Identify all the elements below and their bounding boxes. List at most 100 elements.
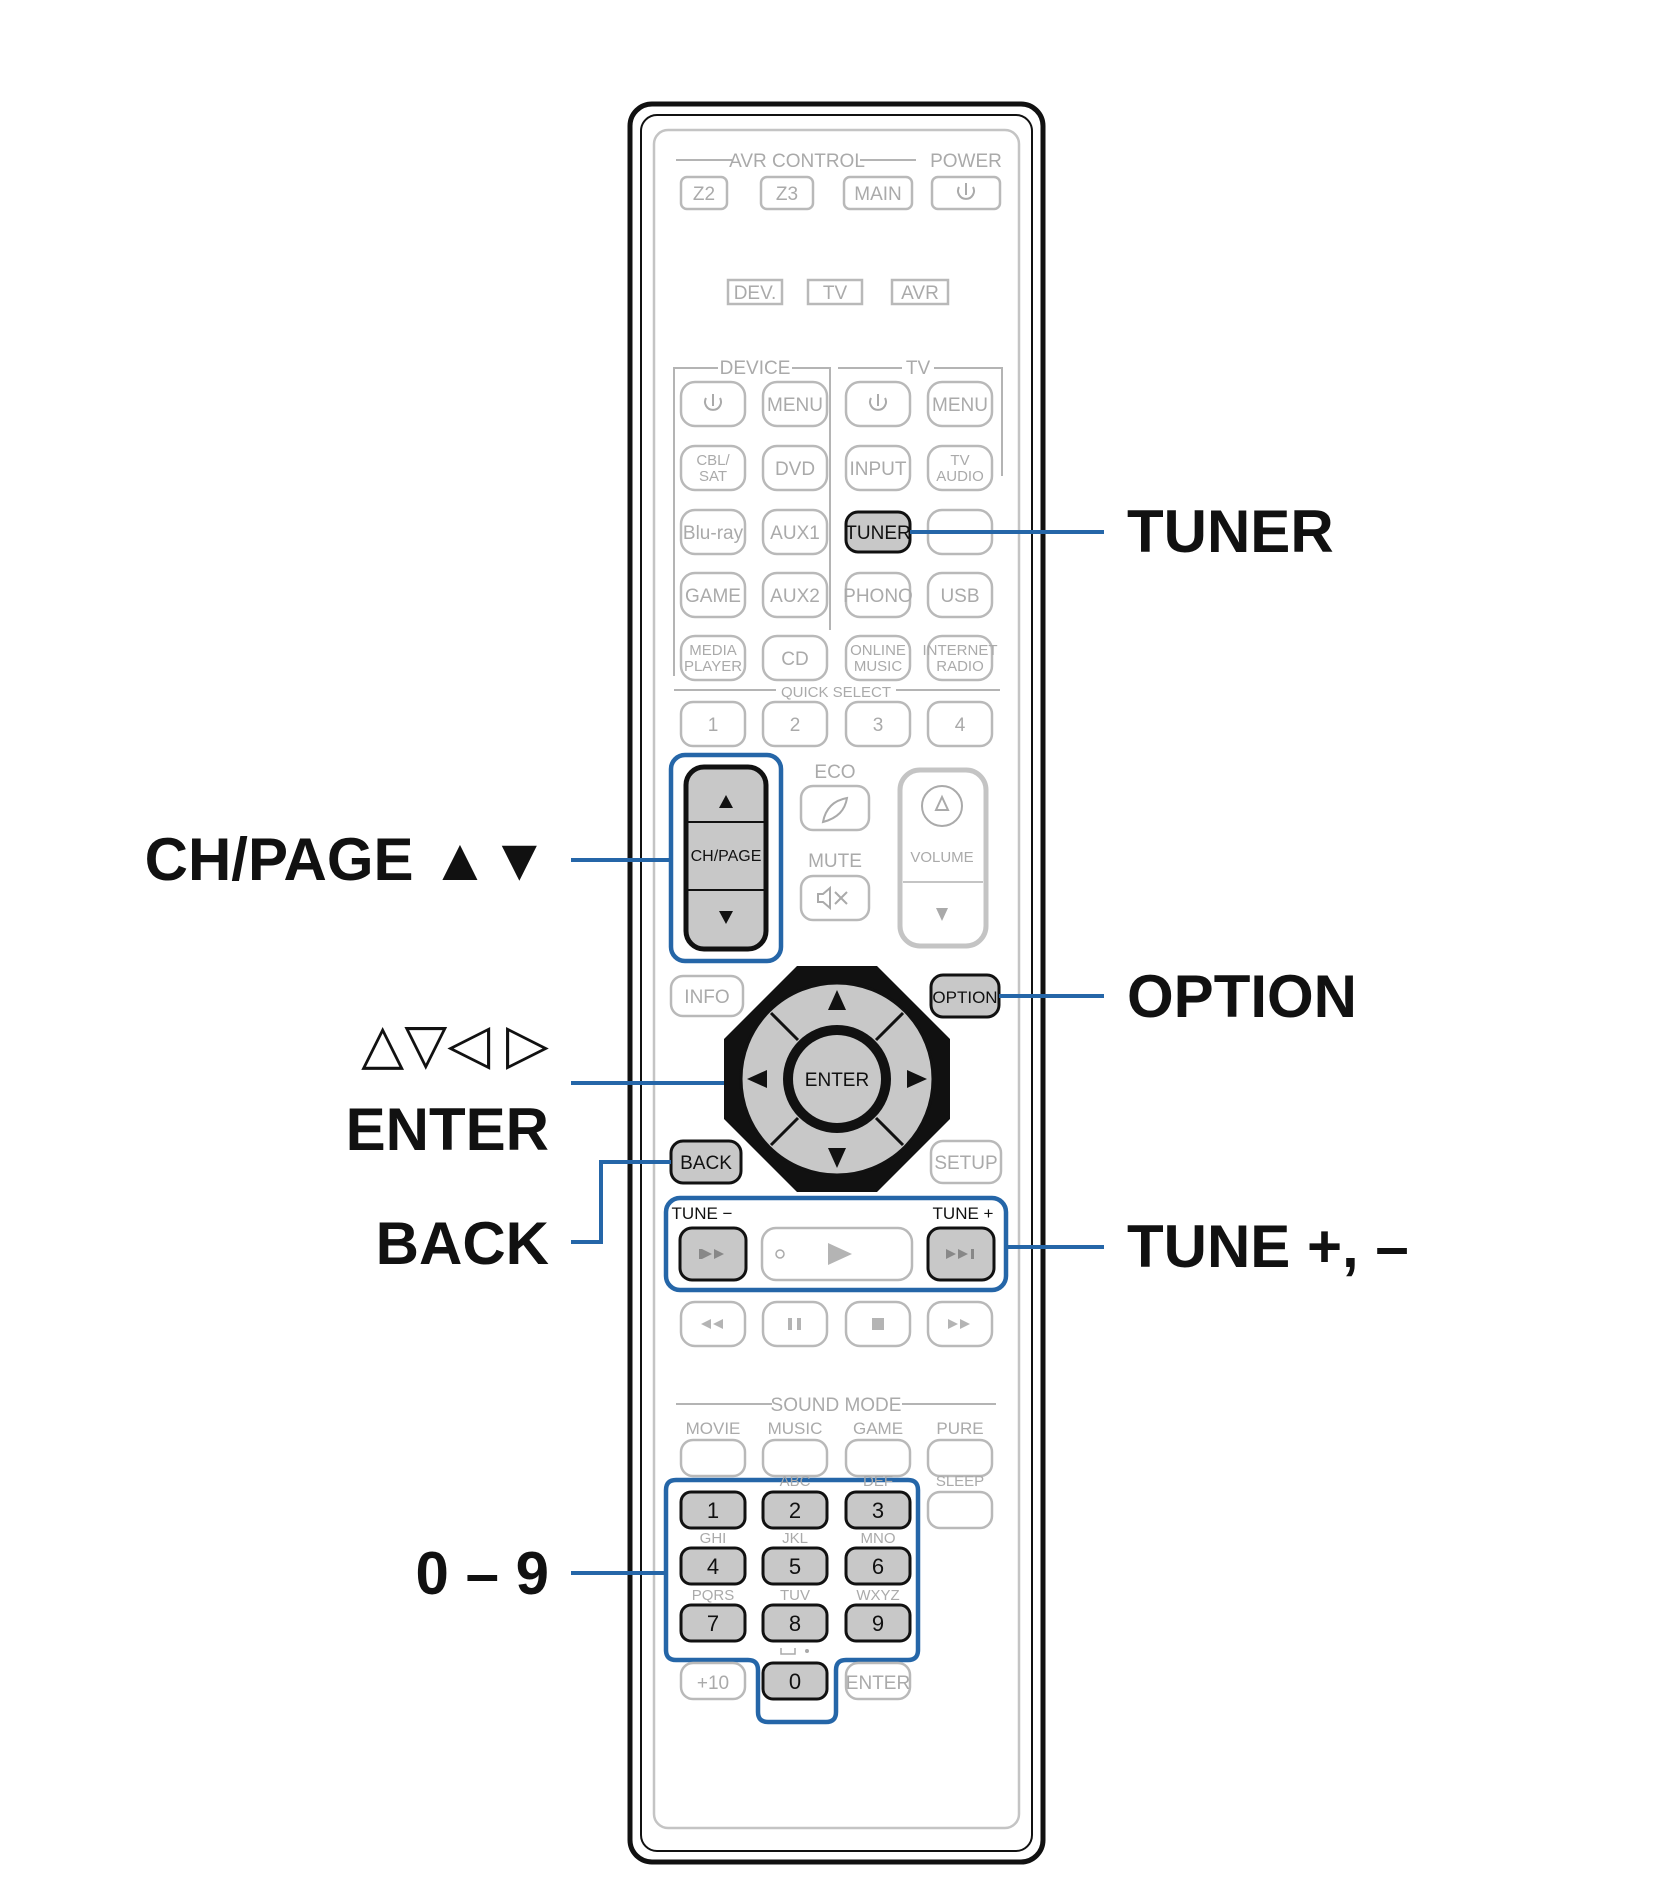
digit-7-button[interactable] xyxy=(679,1603,747,1643)
stop-icon xyxy=(872,1318,884,1330)
media-player-label-line2: PLAYER xyxy=(684,658,742,675)
digit-3-label: 3 xyxy=(872,1498,884,1523)
game-mode-button[interactable] xyxy=(844,1438,912,1478)
avr-mode-button[interactable] xyxy=(890,278,950,306)
online-music-button[interactable] xyxy=(844,634,912,682)
digit-2-button[interactable] xyxy=(761,1490,829,1530)
enter-small-button[interactable] xyxy=(844,1661,912,1701)
ch-page-callout: CH/PAGE ▲▼ xyxy=(145,826,549,893)
digit-3-button[interactable] xyxy=(844,1490,912,1530)
enter-button-label: ENTER xyxy=(805,1070,869,1091)
avr-control-label: AVR CONTROL xyxy=(729,151,865,172)
volume-label: VOLUME xyxy=(910,849,973,866)
tv-menu-button[interactable] xyxy=(926,380,994,428)
aux2-button[interactable] xyxy=(761,571,829,619)
quick-select-4-button[interactable] xyxy=(926,700,994,748)
mute-icon xyxy=(817,885,848,911)
letters-pqrs: PQRS xyxy=(692,1587,735,1604)
tv-mode-label: TV xyxy=(823,283,848,304)
enter-small-label: ENTER xyxy=(846,1673,910,1694)
cursor-down-icon[interactable] xyxy=(828,1148,846,1168)
letters-wxyz: WXYZ xyxy=(856,1587,899,1604)
info-button[interactable] xyxy=(669,974,745,1018)
pad-divider xyxy=(769,1011,800,1042)
ch-page-down-icon[interactable] xyxy=(719,911,733,924)
input-button[interactable] xyxy=(844,444,912,492)
tune-minus-button[interactable] xyxy=(678,1226,748,1282)
volume-up-arrow xyxy=(934,794,950,811)
digit-1-button[interactable] xyxy=(679,1490,747,1530)
game-mode-label: GAME xyxy=(853,1419,903,1438)
digit-2-label: 2 xyxy=(789,1498,801,1523)
movie-button[interactable] xyxy=(679,1438,747,1478)
tv-audio-label-line1: TV xyxy=(950,452,969,469)
volume-down-icon xyxy=(936,908,948,921)
online-music-label-line1: ONLINE xyxy=(850,642,906,659)
pure-button[interactable] xyxy=(926,1438,994,1478)
main-button[interactable] xyxy=(842,175,914,211)
plus10-button[interactable] xyxy=(679,1661,747,1701)
cbl-sat-button[interactable] xyxy=(679,444,747,492)
digit-6-label: 6 xyxy=(872,1554,884,1579)
digit-5-button[interactable] xyxy=(761,1546,829,1586)
digit-6-button[interactable] xyxy=(844,1546,912,1586)
setup-button[interactable] xyxy=(929,1139,1003,1185)
sound-mode-label: SOUND MODE xyxy=(771,1395,902,1416)
quick-select-1-button[interactable] xyxy=(679,700,747,748)
quick-select-3-label: 3 xyxy=(873,715,884,736)
option-callout: OPTION xyxy=(1127,963,1357,1030)
ch-page-rocker[interactable] xyxy=(683,764,769,952)
tv-audio-button[interactable] xyxy=(926,444,994,492)
digit-9-button[interactable] xyxy=(844,1603,912,1643)
digit-0-button[interactable] xyxy=(761,1661,829,1701)
volume-up-icon xyxy=(921,785,963,827)
cursor-right-icon[interactable] xyxy=(907,1070,927,1088)
media-player-button[interactable] xyxy=(679,634,747,682)
ch-page-up-icon[interactable] xyxy=(719,795,733,808)
bluray-label: Blu-ray xyxy=(683,523,744,544)
cd-button[interactable] xyxy=(761,634,829,682)
pause-icon xyxy=(788,1318,801,1330)
internet-radio-button[interactable] xyxy=(926,634,994,682)
quick-select-3-button[interactable] xyxy=(844,700,912,748)
mute-button[interactable] xyxy=(799,874,871,922)
music-button[interactable] xyxy=(761,1438,829,1478)
z3-button[interactable] xyxy=(759,175,815,211)
digit-4-button[interactable] xyxy=(679,1546,747,1586)
power-label: POWER xyxy=(930,151,1002,172)
rewind-icon xyxy=(701,1319,723,1329)
cursor-up-icon[interactable] xyxy=(828,990,846,1010)
mute-label: MUTE xyxy=(808,851,862,872)
device-menu-button[interactable] xyxy=(761,380,829,428)
info-label: INFO xyxy=(684,987,729,1008)
enter-button[interactable] xyxy=(793,1035,881,1123)
sleep-button[interactable] xyxy=(926,1490,994,1530)
game-button[interactable] xyxy=(679,571,747,619)
space-symbol-icon xyxy=(780,1648,809,1655)
usb-button[interactable] xyxy=(926,571,994,619)
cursor-left-icon[interactable] xyxy=(747,1070,767,1088)
remote-inner-edge xyxy=(640,114,1033,1852)
dvd-button[interactable] xyxy=(761,444,829,492)
aux2-label: AUX2 xyxy=(770,586,820,607)
input-label: INPUT xyxy=(850,459,907,480)
digit-1-label: 1 xyxy=(707,1498,719,1523)
back-callout: BACK xyxy=(376,1210,549,1277)
z2-button[interactable] xyxy=(679,175,729,211)
eco-label: ECO xyxy=(814,762,855,783)
play-icon xyxy=(828,1243,852,1265)
quick-select-2-button[interactable] xyxy=(761,700,829,748)
bluray-button[interactable] xyxy=(679,508,747,556)
digit-0-label: 0 xyxy=(789,1669,801,1694)
volume-rocker[interactable] xyxy=(897,767,989,949)
digit-8-button[interactable] xyxy=(761,1603,829,1643)
aux1-button[interactable] xyxy=(761,508,829,556)
quick-select-label: QUICK SELECT xyxy=(781,684,891,701)
phono-button[interactable] xyxy=(844,571,912,619)
tv-mode-button[interactable] xyxy=(806,278,864,306)
dev-mode-button[interactable] xyxy=(726,278,784,306)
pure-label: PURE xyxy=(936,1419,983,1438)
pause-button[interactable] xyxy=(761,1300,829,1348)
eco-button[interactable] xyxy=(799,784,871,832)
